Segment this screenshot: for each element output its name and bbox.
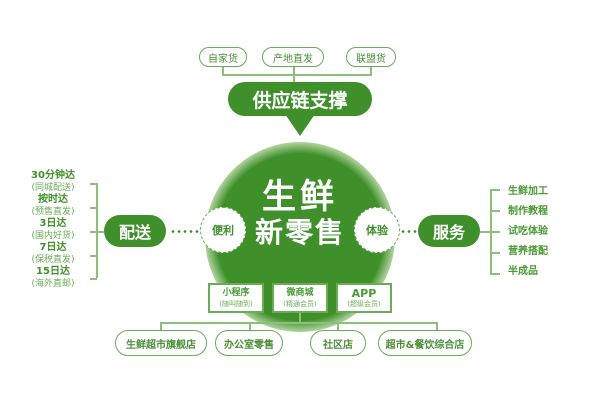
service-option: 营养搭配 [508,246,548,257]
delivery-options-list: 30分钟达 (同城配送) 按时达 (预售直发) 3日达 (国内好货) 7日达 (… [18,170,88,290]
supply-source-own-goods: 自家货 [199,47,247,67]
connector [337,322,339,330]
delivery-option: 按时达 (预售直发) [18,194,88,218]
supply-source-origin-direct: 产地直发 [262,47,324,67]
center-title-line1: 生鲜 [262,177,338,217]
delivery-option-sub: (同城配送) [31,183,75,193]
experience-circle: 体验 [354,207,400,253]
store-community: 社区店 [310,330,366,356]
channel-micro-mall: 微商城 (精通会员) [272,283,328,313]
service-option: 制作教程 [508,206,548,217]
connector [222,67,224,75]
dotted-connector-right [400,230,430,233]
delivery-option-title: 按时达 [38,194,68,205]
channel-sub: (精通会员) [283,299,317,308]
supply-source-alliance-goods: 联盟货 [346,47,396,67]
center-title-line2: 新零售 [254,216,345,249]
channel-sub: (超级会员) [347,299,381,308]
connector [160,322,162,330]
delivery-option-title: 30分钟达 [31,170,75,181]
delivery-option: 3日达 (国内好货) [18,218,88,242]
channel-mini-program: 小程序 (随叫随到) [208,283,264,313]
store-fresh-flagship: 生鲜超市旗舰店 [115,330,207,356]
connector [160,322,437,324]
delivery-option: 7日达 (保税直发) [18,242,88,266]
center-title: 生鲜 新零售 [230,178,370,250]
connector [436,322,438,330]
delivery-option-sub: (保税直发) [31,255,75,265]
connector [490,231,500,233]
delivery-option-title: 15日达 [36,266,70,277]
connector [222,74,372,76]
connector [480,231,490,233]
delivery-bracket [96,183,98,278]
delivery-option-sub: (海外直邮) [31,279,75,289]
connector [249,322,251,330]
service-option: 生鲜加工 [508,186,548,197]
connector [490,273,500,275]
connector [299,313,301,323]
delivery-option-title: 7日达 [39,242,67,253]
arrow-down-icon [285,114,315,136]
channel-sub: (随叫随到) [219,299,253,308]
connector [90,207,97,209]
service-options-list: 生鲜加工 制作教程 试吃体验 营养搭配 半成品 [508,182,548,282]
delivery-option-sub: (预售直发) [31,207,75,217]
connector [490,252,500,254]
channel-title: 小程序 [222,287,250,298]
connector [370,67,372,75]
connector [90,278,97,280]
service-pill: 服务 [418,215,480,247]
delivery-option: 30分钟达 (同城配送) [18,170,88,194]
delivery-option-title: 3日达 [39,218,67,229]
connector [90,231,104,233]
service-option: 试吃体验 [508,226,548,237]
connector [490,189,500,191]
delivery-option-sub: (国内好货) [31,231,75,241]
service-option: 半成品 [508,266,538,277]
supply-chain-banner: 供应链支撑 [228,82,372,116]
channel-title: APP [351,286,377,300]
delivery-pill: 配送 [104,215,166,247]
connector [90,255,97,257]
store-office-retail: 办公室零售 [215,330,283,356]
dotted-connector-left [170,230,200,233]
channel-title: 微商城 [286,287,314,298]
convenience-circle: 便利 [200,207,246,253]
channel-app: APP (超级会员) [336,283,392,313]
delivery-option: 15日达 (海外直邮) [18,266,88,290]
connector [490,210,500,212]
connector [90,183,97,185]
store-supermarket-dining: 超市&餐饮综合店 [378,330,472,356]
